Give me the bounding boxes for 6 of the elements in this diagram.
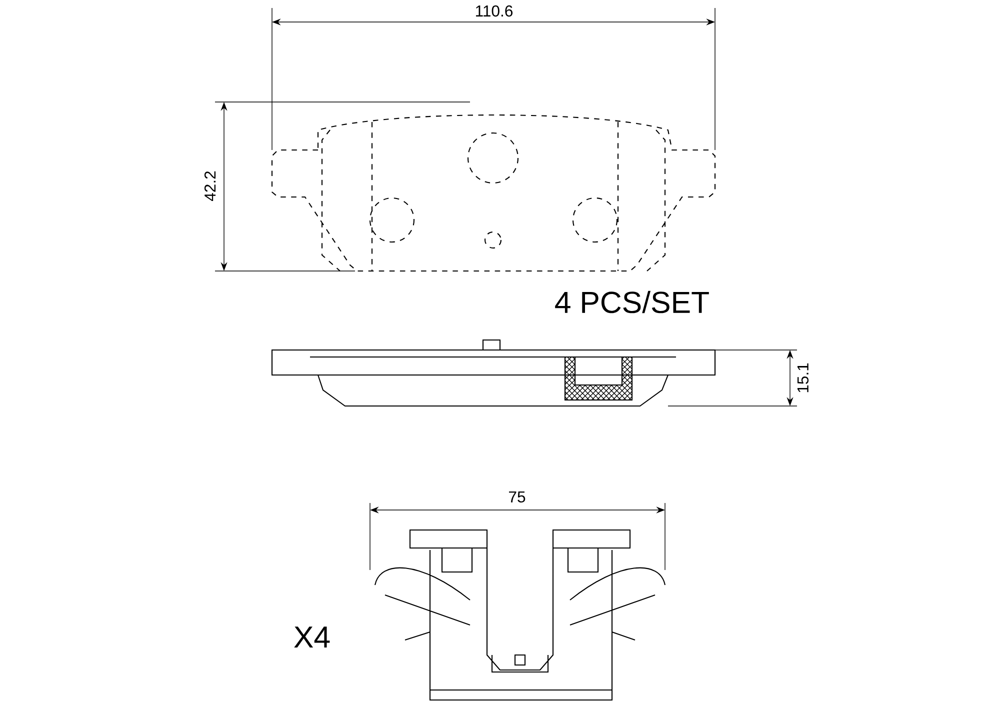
dimension-label: 75	[509, 491, 526, 503]
quantity-label: X4	[294, 626, 330, 648]
dimension-label: 15.1	[798, 363, 809, 392]
dimension-label: 42.2	[204, 171, 216, 202]
dimension-label: 110.6	[476, 5, 512, 17]
quantity-label: 4 PCS/SET	[555, 290, 709, 314]
